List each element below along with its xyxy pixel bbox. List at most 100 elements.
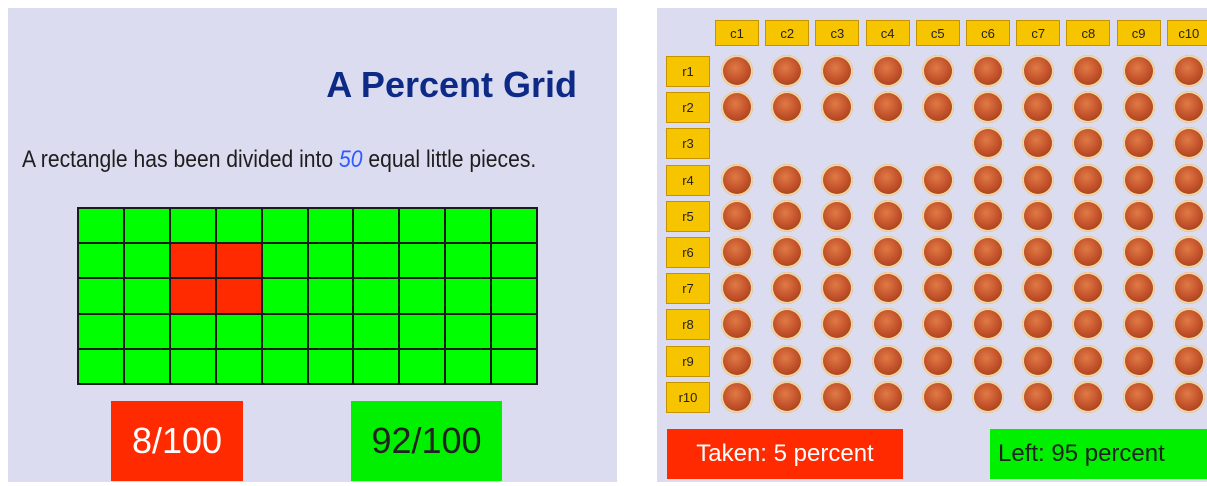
pizza-icon[interactable] bbox=[1173, 272, 1205, 304]
pizza-icon[interactable] bbox=[721, 345, 753, 377]
grid-cell[interactable] bbox=[263, 279, 307, 312]
pizza-icon[interactable] bbox=[771, 272, 803, 304]
pizza-icon[interactable] bbox=[721, 91, 753, 123]
grid-cell[interactable] bbox=[125, 209, 169, 242]
pizza-icon[interactable] bbox=[1072, 127, 1104, 159]
pizza-icon[interactable] bbox=[1123, 381, 1155, 413]
grid-cell[interactable] bbox=[79, 209, 123, 242]
pizza-icon[interactable] bbox=[821, 381, 853, 413]
grid-cell-taken[interactable] bbox=[171, 244, 215, 277]
grid-cell[interactable] bbox=[79, 279, 123, 312]
grid-cell[interactable] bbox=[171, 315, 215, 348]
grid-cell[interactable] bbox=[263, 244, 307, 277]
grid-cell-taken[interactable] bbox=[217, 244, 261, 277]
pizza-icon[interactable] bbox=[872, 381, 904, 413]
pizza-icon[interactable] bbox=[872, 91, 904, 123]
column-header-c2[interactable]: c2 bbox=[765, 20, 809, 46]
row-header-r2[interactable]: r2 bbox=[666, 92, 710, 123]
pizza-icon[interactable] bbox=[1173, 308, 1205, 340]
pizza-icon[interactable] bbox=[972, 91, 1004, 123]
pizza-icon[interactable] bbox=[821, 345, 853, 377]
pizza-icon[interactable] bbox=[1173, 127, 1205, 159]
pizza-icon[interactable] bbox=[1022, 381, 1054, 413]
row-header-r3[interactable]: r3 bbox=[666, 128, 710, 159]
grid-cell[interactable] bbox=[79, 315, 123, 348]
pizza-icon[interactable] bbox=[721, 164, 753, 196]
pizza-icon[interactable] bbox=[872, 308, 904, 340]
pizza-icon[interactable] bbox=[1022, 308, 1054, 340]
pizza-icon[interactable] bbox=[821, 91, 853, 123]
grid-cell[interactable] bbox=[492, 209, 536, 242]
grid-cell[interactable] bbox=[400, 315, 444, 348]
pizza-icon[interactable] bbox=[922, 345, 954, 377]
row-header-r10[interactable]: r10 bbox=[666, 382, 710, 413]
pizza-icon[interactable] bbox=[1173, 164, 1205, 196]
pizza-icon[interactable] bbox=[1022, 345, 1054, 377]
row-header-r4[interactable]: r4 bbox=[666, 165, 710, 196]
pizza-icon[interactable] bbox=[1123, 272, 1155, 304]
grid-cell[interactable] bbox=[446, 315, 490, 348]
pizza-icon[interactable] bbox=[1072, 236, 1104, 268]
grid-cell[interactable] bbox=[263, 209, 307, 242]
pizza-icon[interactable] bbox=[872, 55, 904, 87]
pizza-icon[interactable] bbox=[1123, 345, 1155, 377]
pizza-icon[interactable] bbox=[1123, 200, 1155, 232]
pizza-icon[interactable] bbox=[872, 345, 904, 377]
pizza-icon[interactable] bbox=[821, 236, 853, 268]
pizza-icon[interactable] bbox=[1072, 345, 1104, 377]
pizza-icon[interactable] bbox=[821, 308, 853, 340]
pizza-icon[interactable] bbox=[1022, 127, 1054, 159]
pizza-icon[interactable] bbox=[1022, 164, 1054, 196]
pizza-icon[interactable] bbox=[721, 55, 753, 87]
pizza-icon[interactable] bbox=[1072, 272, 1104, 304]
pizza-icon[interactable] bbox=[771, 164, 803, 196]
grid-cell[interactable] bbox=[263, 315, 307, 348]
pizza-icon[interactable] bbox=[1173, 236, 1205, 268]
pizza-icon[interactable] bbox=[922, 381, 954, 413]
pizza-icon[interactable] bbox=[821, 200, 853, 232]
pizza-icon[interactable] bbox=[872, 272, 904, 304]
pizza-icon[interactable] bbox=[972, 308, 1004, 340]
pizza-icon[interactable] bbox=[771, 381, 803, 413]
column-header-c9[interactable]: c9 bbox=[1117, 20, 1161, 46]
pizza-icon[interactable] bbox=[922, 91, 954, 123]
pizza-icon[interactable] bbox=[1123, 308, 1155, 340]
pizza-icon[interactable] bbox=[721, 308, 753, 340]
pizza-icon[interactable] bbox=[1072, 308, 1104, 340]
pizza-icon[interactable] bbox=[771, 91, 803, 123]
pizza-icon[interactable] bbox=[721, 272, 753, 304]
grid-cell[interactable] bbox=[125, 350, 169, 383]
row-header-r7[interactable]: r7 bbox=[666, 273, 710, 304]
grid-cell[interactable] bbox=[446, 350, 490, 383]
grid-cell[interactable] bbox=[446, 209, 490, 242]
pizza-icon[interactable] bbox=[972, 55, 1004, 87]
pizza-icon[interactable] bbox=[1072, 91, 1104, 123]
grid-cell[interactable] bbox=[309, 315, 353, 348]
pizza-icon[interactable] bbox=[1173, 200, 1205, 232]
pizza-icon[interactable] bbox=[821, 272, 853, 304]
column-header-c6[interactable]: c6 bbox=[966, 20, 1010, 46]
grid-cell[interactable] bbox=[492, 279, 536, 312]
pizza-icon[interactable] bbox=[1022, 200, 1054, 232]
row-header-r9[interactable]: r9 bbox=[666, 346, 710, 377]
grid-cell-taken[interactable] bbox=[171, 279, 215, 312]
grid-cell[interactable] bbox=[354, 315, 398, 348]
grid-cell[interactable] bbox=[492, 244, 536, 277]
pizza-icon[interactable] bbox=[1123, 127, 1155, 159]
pizza-icon[interactable] bbox=[1022, 91, 1054, 123]
column-header-c10[interactable]: c10 bbox=[1167, 20, 1207, 46]
grid-cell[interactable] bbox=[309, 209, 353, 242]
pizza-icon[interactable] bbox=[771, 236, 803, 268]
pizza-icon[interactable] bbox=[771, 345, 803, 377]
pizza-icon[interactable] bbox=[922, 308, 954, 340]
pizza-icon[interactable] bbox=[1022, 55, 1054, 87]
grid-cell[interactable] bbox=[309, 279, 353, 312]
pizza-icon[interactable] bbox=[771, 55, 803, 87]
grid-cell[interactable] bbox=[171, 209, 215, 242]
column-header-c1[interactable]: c1 bbox=[715, 20, 759, 46]
grid-cell-taken[interactable] bbox=[217, 279, 261, 312]
pizza-icon[interactable] bbox=[972, 272, 1004, 304]
pizza-icon[interactable] bbox=[821, 164, 853, 196]
pizza-icon[interactable] bbox=[922, 55, 954, 87]
pizza-icon[interactable] bbox=[821, 55, 853, 87]
